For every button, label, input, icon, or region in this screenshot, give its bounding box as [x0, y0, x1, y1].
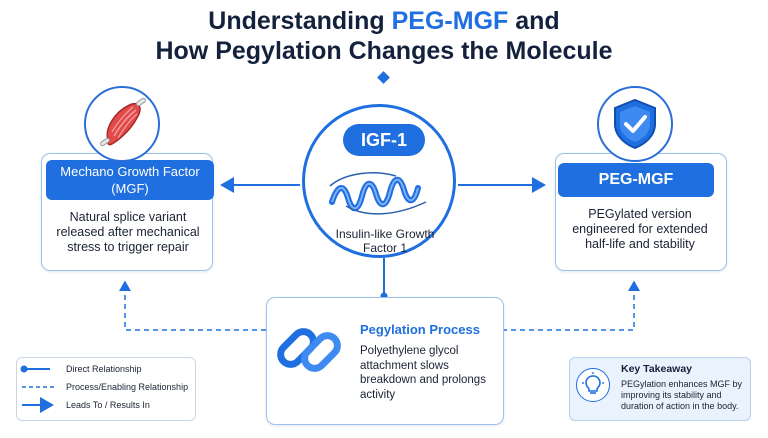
- peg-mgf-description: PEGylated version engineered for extende…: [572, 207, 708, 251]
- igf-1-label: IGF-1: [343, 124, 425, 156]
- legend-item-leads-to: Leads To / Results In: [66, 400, 150, 410]
- muscle-icon: [84, 86, 160, 162]
- legend-item-direct: Direct Relationship: [66, 364, 142, 374]
- dashed-process-to-peg-mgf: [502, 280, 640, 331]
- pegylation-process-title: Pegylation Process: [360, 322, 480, 337]
- protein-ribbon-icon: [329, 172, 427, 215]
- dashed-process-to-mgf: [119, 280, 266, 331]
- key-takeaway-title: Key Takeaway: [621, 363, 693, 375]
- key-takeaway-description: PEGylation enhances MGF by improving its…: [621, 379, 743, 411]
- page-title-line-2: How Pegylation Changes the Molecule: [155, 37, 613, 65]
- legend-item-process: Process/Enabling Relationship: [66, 382, 189, 392]
- shield-check-icon: [597, 86, 673, 162]
- chain-link-icon: [277, 328, 341, 372]
- pegylation-process-description: Polyethylene glycol attachment slows bre…: [360, 345, 486, 401]
- legend-solid-dot: [20, 365, 28, 373]
- lightbulb-icon: [576, 368, 610, 402]
- mgf-description: Natural splice variant released after me…: [56, 210, 200, 254]
- mgf-label: Mechano Growth Factor (MGF): [46, 160, 214, 200]
- page-title-line-1: Understanding PEG-MGF and: [208, 7, 560, 35]
- peg-mgf-label: PEG-MGF: [558, 163, 714, 197]
- igf-1-description: Insulin-like Growth Factor 1: [335, 227, 435, 255]
- title-accent: PEG-MGF: [391, 7, 509, 35]
